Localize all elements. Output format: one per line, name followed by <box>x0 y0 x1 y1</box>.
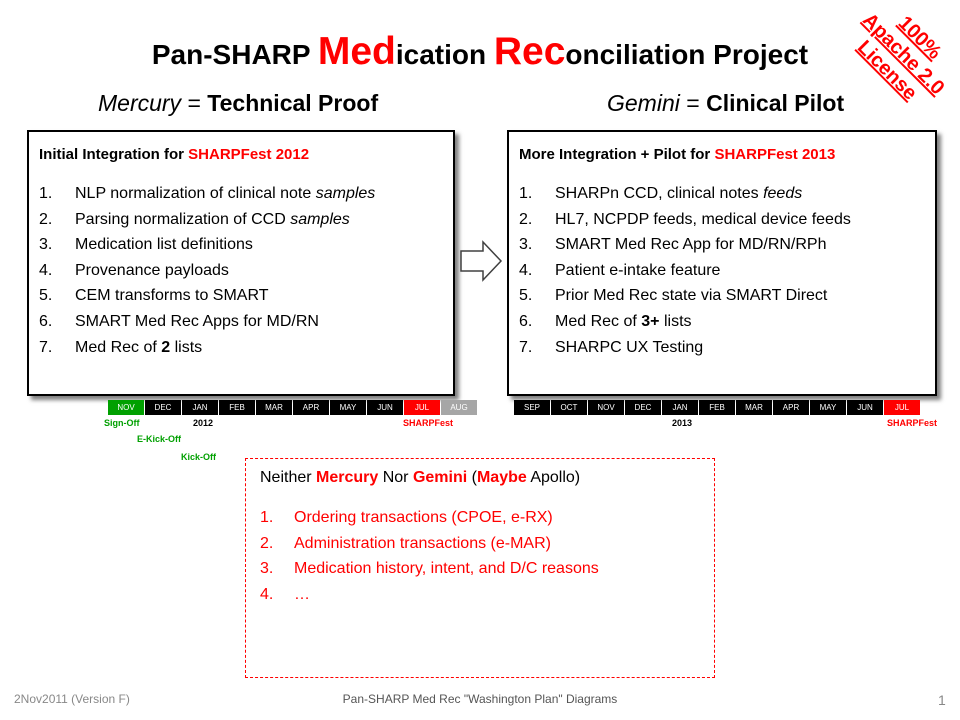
list-item: 7.Med Rec of 2 lists <box>39 338 203 356</box>
list-item: 1.NLP normalization of clinical note sam… <box>39 185 376 202</box>
month-cell: FEB <box>219 400 255 415</box>
slide-title: Pan-SHARP Medication Reconciliation Proj… <box>151 30 809 73</box>
month-cell: MAR <box>256 400 292 415</box>
month-cell: JUL <box>404 400 440 415</box>
right-arrow-icon <box>460 240 503 282</box>
future-scope-panel: Neither Mercury Nor Gemini (Maybe Apollo… <box>245 458 715 678</box>
month-cell: MAY <box>330 400 366 415</box>
list-item: 4.… <box>260 585 310 603</box>
list-item: 3.Medication history, intent, and D/C re… <box>260 560 599 578</box>
list-item: 7.SHARPC UX Testing <box>519 338 704 356</box>
month-cell: FEB <box>699 400 735 415</box>
list-item: 2.HL7, NCPDP feeds, medical device feeds <box>519 210 851 228</box>
sharpfest-2012-label: SHARPFest <box>403 418 454 428</box>
mercury-panel-header: Initial Integration for SHARPFest 2012 <box>39 146 310 163</box>
gemini-panel: More Integration + Pilot for SHARPFest 2… <box>507 130 937 396</box>
gemini-list: 1.SHARPn CCD, clinical notes feeds 2.HL7… <box>509 181 935 360</box>
list-item: 2.Administration transactions (e-MAR) <box>260 534 551 552</box>
sharpfest-2013-label: SHARPFest <box>887 418 938 428</box>
month-cell: AUG <box>441 400 477 415</box>
month-cell: APR <box>773 400 809 415</box>
mercury-subtitle: Mercury = Technical Proof <box>98 90 379 116</box>
footer-title: Pan-SHARP Med Rec "Washington Plan" Diag… <box>342 692 618 706</box>
list-item: 1.Ordering transactions (CPOE, e-RX) <box>260 509 553 526</box>
month-cell: JUL <box>884 400 920 415</box>
month-cell: APR <box>293 400 329 415</box>
year-2013-label: 2013 <box>672 418 693 428</box>
list-item: 6.SMART Med Rec Apps for MD/RN <box>39 312 319 330</box>
month-cell: JAN <box>662 400 698 415</box>
list-item: 5.CEM transforms to SMART <box>39 287 269 305</box>
month-cell: MAR <box>736 400 772 415</box>
month-cell: OCT <box>551 400 587 415</box>
list-item: 2.Parsing normalization of CCD samples <box>39 210 350 228</box>
list-item: 4.Provenance payloads <box>39 261 229 279</box>
footer-date: 2Nov2011 (Version F) <box>14 692 130 706</box>
e-kick-off-label: E-Kick-Off <box>137 434 182 444</box>
month-cell: DEC <box>625 400 661 415</box>
month-cell: NOV <box>108 400 144 415</box>
month-cell: NOV <box>588 400 624 415</box>
list-item: 3.SMART Med Rec App for MD/RN/RPh <box>519 236 827 254</box>
list-item: 6.Med Rec of 3+ lists <box>519 312 692 330</box>
gemini-subtitle: Gemini = Clinical Pilot <box>607 90 845 116</box>
month-cell: DEC <box>145 400 181 415</box>
list-item: 1.SHARPn CCD, clinical notes feeds <box>519 185 803 202</box>
month-cell: JAN <box>182 400 218 415</box>
list-item: 5.Prior Med Rec state via SMART Direct <box>519 287 828 305</box>
list-item: 3.Medication list definitions <box>39 236 253 254</box>
gemini-panel-header: More Integration + Pilot for SHARPFest 2… <box>519 146 836 163</box>
month-cell: JUN <box>847 400 883 415</box>
kick-off-label: Kick-Off <box>181 452 217 462</box>
mercury-panel: Initial Integration for SHARPFest 2012 1… <box>27 130 455 396</box>
sign-off-label: Sign-Off <box>104 418 140 428</box>
month-cell: MAY <box>810 400 846 415</box>
future-scope-list: 1.Ordering transactions (CPOE, e-RX) 2.A… <box>246 505 714 607</box>
month-cell: SEP <box>514 400 550 415</box>
mercury-list: 1.NLP normalization of clinical note sam… <box>29 181 453 360</box>
month-cell: JUN <box>367 400 403 415</box>
list-item: 4.Patient e-intake feature <box>519 261 721 279</box>
year-2012-label: 2012 <box>193 418 214 428</box>
page-number: 1 <box>938 692 946 708</box>
future-scope-header: Neither Mercury Nor Gemini (Maybe Apollo… <box>260 469 581 486</box>
